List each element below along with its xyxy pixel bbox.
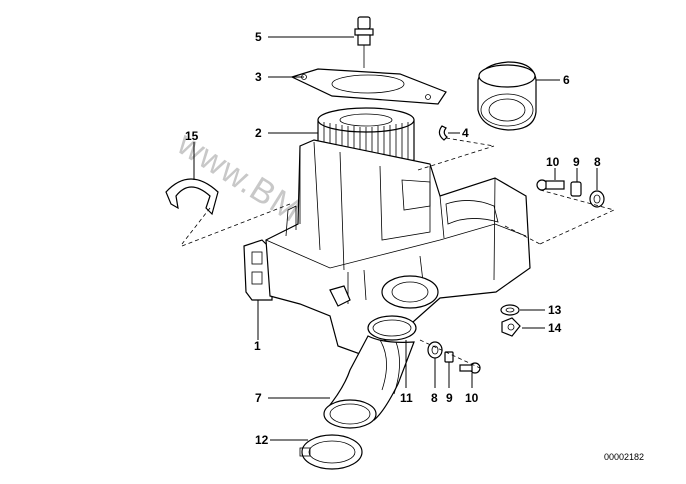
part-14-nut [501,317,521,337]
part-10-bolt-upper [536,179,565,191]
part-10-bolt-lower [459,362,481,374]
part-7-intake-hose [323,335,415,429]
drawing-code: 00002182 [604,452,644,462]
part-12-clamp [299,434,363,470]
callout-12: 12 [255,433,269,447]
callout-11: 11 [400,391,413,405]
callout-10-lower: 10 [465,391,479,405]
callout-7: 7 [255,391,262,405]
part-9-bushing-upper [570,181,582,197]
part-6-sleeve [477,61,537,131]
assembly-line-4 [417,137,495,171]
callout-8-lower: 8 [431,391,438,405]
callout-5: 5 [255,30,262,44]
callout-4: 4 [462,126,469,140]
callout-3: 3 [255,70,262,84]
callout-15: 15 [185,129,199,143]
callout-14: 14 [548,321,562,335]
callout-13: 13 [548,303,562,317]
leader-lines [193,36,598,441]
callout-6: 6 [563,73,570,87]
part-4-clip [438,125,448,141]
part-15-clip [165,178,219,216]
part-11-clamp [367,315,417,341]
assembly-line-15 [181,203,291,247]
callout-9-lower: 9 [446,391,453,405]
callout-2: 2 [255,126,262,140]
part-5-sensor [354,16,374,68]
part-8-grommet-upper [589,190,605,208]
part-8-grommet-lower [427,341,443,359]
callout-1: 1 [254,339,261,353]
callout-8-upper: 8 [594,155,601,169]
callout-9-upper: 9 [573,155,580,169]
callout-10-upper: 10 [546,155,560,169]
part-3-gasket [290,68,447,105]
part-13-washer [500,304,520,316]
part-1-housing [243,139,531,355]
